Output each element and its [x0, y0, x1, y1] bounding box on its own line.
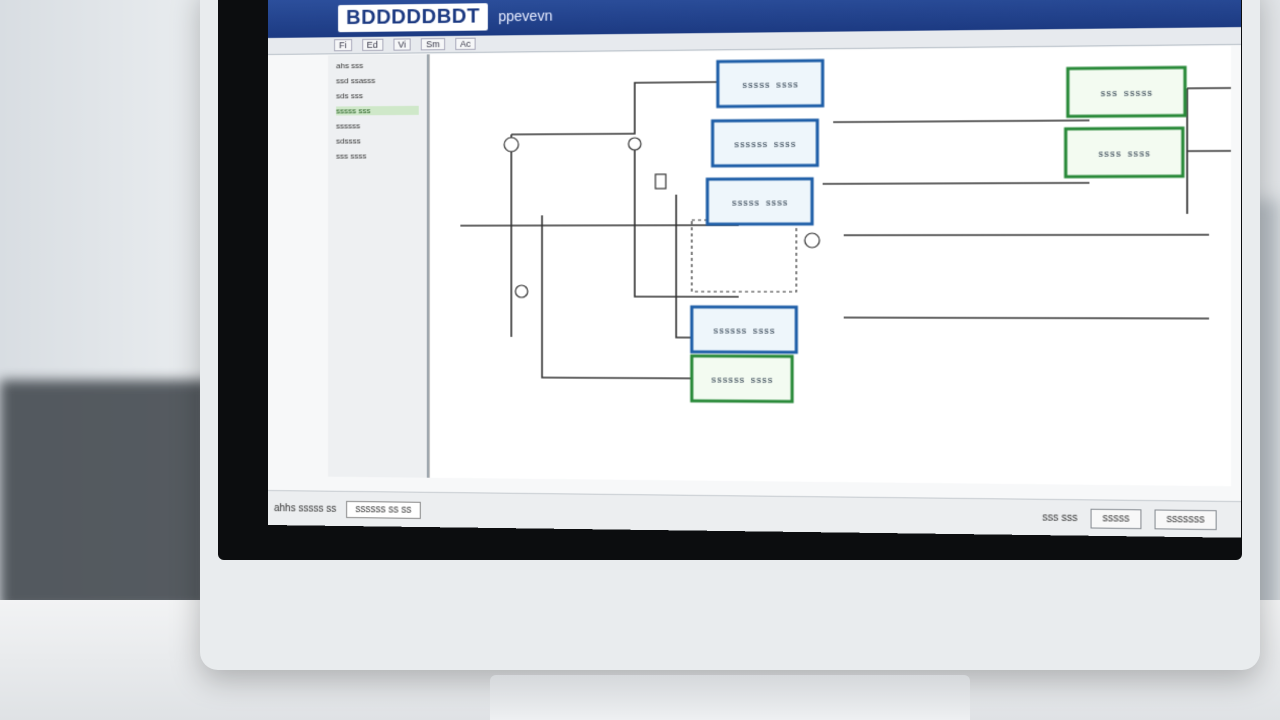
junction-box [692, 220, 797, 292]
component-resistor [655, 174, 665, 188]
background-dark-object [0, 380, 210, 610]
blue-block[interactable]: ssssss ssss [692, 307, 797, 352]
status-right-label: sss sss [1042, 512, 1078, 525]
toolbar-item-3[interactable]: Vi [392, 38, 412, 51]
app-subtitle: ppevevn [498, 7, 553, 25]
sidebar-item[interactable]: ssd ssasss [336, 76, 376, 86]
block-label: ssssss ssss [734, 140, 796, 151]
wires [460, 78, 1231, 382]
wire [511, 82, 728, 135]
component-circle [629, 138, 641, 150]
component-circle [504, 137, 518, 151]
sidebar-item[interactable]: sds sss [336, 91, 363, 101]
blue-block[interactable]: sssss ssss [718, 61, 823, 107]
green-block[interactable]: sss sssss [1068, 67, 1185, 116]
blue-block[interactable]: sssss ssss [707, 179, 812, 224]
status-button-1[interactable]: sssss [1090, 508, 1142, 530]
block-label: ssssss ssss [711, 375, 773, 386]
diagram-canvas[interactable]: sssss ssss ssssss ssss sssss ssss ssssss… [428, 46, 1231, 487]
sidebar-item[interactable]: ssssss [336, 121, 361, 131]
wire [823, 183, 1090, 184]
status-button-2[interactable]: sssssss [1154, 509, 1217, 531]
block-label: sss sssss [1100, 89, 1153, 100]
green-block[interactable]: ssss ssss [1066, 128, 1183, 177]
block-label: ssssss ssss [713, 326, 775, 336]
blue-block[interactable]: ssssss ssss [713, 120, 818, 166]
components [504, 136, 819, 298]
sidebar-item[interactable]: sss ssss [336, 151, 367, 161]
sidebar-item[interactable]: sdssss [336, 136, 361, 146]
wire [833, 120, 1089, 122]
block-label: sssss ssss [731, 198, 787, 208]
wire [844, 318, 1209, 319]
sidebar-item-selected[interactable]: sssss sss [336, 105, 419, 116]
component-circle [515, 285, 527, 297]
sidebar-panel: ahs sss ssd ssasss sds sss sssss sss sss… [328, 54, 429, 478]
monitor-stand [490, 675, 970, 720]
app-title: BDDDDDBDT [338, 2, 489, 32]
block-label: sssss ssss [742, 80, 798, 91]
status-left-label: ahhs sssss ss [273, 503, 337, 515]
toolbar-item-5[interactable]: Ac [455, 37, 477, 51]
toolbar-item-2[interactable]: Ed [361, 38, 383, 52]
component-circle [805, 233, 820, 247]
diagram-svg: sssss ssss ssssss ssss sssss ssss ssssss… [430, 46, 1231, 486]
toolbar-item-1[interactable]: Fi [334, 39, 352, 52]
status-field[interactable]: ssssss ss ss [346, 500, 421, 519]
wire [460, 225, 738, 226]
green-block[interactable]: ssssss ssss [692, 356, 792, 402]
application-window: BDDDDDBDT ppevevn Fi Ed Vi Sm Ac ahs sss… [268, 0, 1241, 538]
sidebar-item[interactable]: ahs sss [336, 61, 364, 71]
toolbar-item-4[interactable]: Sm [421, 38, 445, 51]
status-right-group: sss sss sssss sssssss [1042, 508, 1217, 531]
block-label: ssss ssss [1098, 149, 1151, 160]
